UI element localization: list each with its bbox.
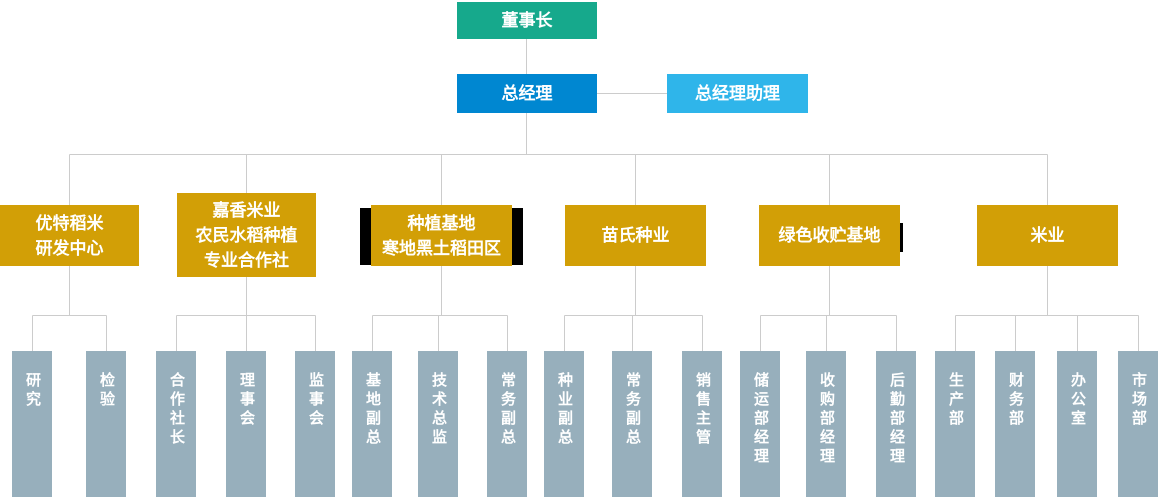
position-label: 合作社长 (168, 372, 185, 448)
node-gm-assistant: 总经理助理 (667, 74, 808, 113)
connector-group-3 (372, 266, 508, 351)
node-position-exec-deputy-gm-1: 常务副总 (487, 351, 527, 497)
node-position-purchasing-manager: 收购部经理 (806, 351, 846, 497)
connector-group-2 (176, 277, 316, 351)
node-position-tech-director: 技术总监 (418, 351, 458, 497)
node-dept-rice-rd-center: 优特稻米 研发中心 (0, 205, 139, 266)
node-position-supervisory-board: 监事会 (295, 351, 335, 497)
position-label: 市场部 (1130, 372, 1147, 429)
position-label: 研究 (24, 372, 41, 410)
position-label: 基地副总 (364, 372, 381, 448)
general-manager-label: 总经理 (501, 84, 553, 103)
position-label: 种业副总 (556, 372, 573, 448)
decor-bar-left (360, 208, 371, 265)
position-label: 后勤部经理 (888, 372, 905, 467)
connector-group-6 (955, 266, 1139, 351)
node-position-base-deputy-gm: 基地副总 (352, 351, 392, 497)
position-label: 生产部 (947, 372, 964, 429)
node-position-marketing-dept: 市场部 (1118, 351, 1158, 497)
node-position-seed-deputy-gm: 种业副总 (544, 351, 584, 497)
node-position-coop-head: 合作社长 (156, 351, 196, 497)
node-position-office: 办公室 (1057, 351, 1097, 497)
position-label: 销售主管 (694, 372, 711, 448)
node-dept-seed-company: 苗氏种业 (565, 205, 706, 266)
dept-label: 米业 (1030, 226, 1065, 245)
node-general-manager: 总经理 (457, 74, 597, 113)
node-position-research: 研究 (12, 351, 52, 497)
position-label: 检验 (98, 372, 115, 410)
node-dept-storage-base: 绿色收贮基地 (759, 205, 900, 266)
decor-bar-right (512, 208, 523, 265)
node-dept-rice-industry: 米业 (977, 205, 1118, 266)
position-label: 常务副总 (624, 372, 641, 448)
gm-assistant-label: 总经理助理 (695, 84, 780, 103)
position-label: 财务部 (1007, 372, 1024, 429)
node-dept-cooperative: 嘉香米业 农民水稻种植 专业合作社 (177, 193, 316, 277)
position-label: 办公室 (1069, 372, 1086, 429)
node-chairman: 董事长 (457, 2, 597, 39)
dept-label: 优特稻米 研发中心 (35, 213, 104, 258)
node-position-inspection: 检验 (86, 351, 126, 497)
dept-label: 种植基地 寒地黑土稻田区 (382, 213, 501, 258)
dept-label: 绿色收贮基地 (778, 226, 881, 245)
dept-label: 苗氏种业 (601, 226, 670, 245)
position-label: 技术总监 (430, 372, 447, 448)
dept-label: 嘉香米业 农民水稻种植 专业合作社 (195, 200, 298, 270)
chairman-label: 董事长 (501, 11, 553, 30)
node-position-exec-deputy-gm-2: 常务副总 (612, 351, 652, 497)
decor-sliver (899, 223, 903, 252)
node-position-council: 理事会 (226, 351, 266, 497)
connector-top-levels (69, 39, 1048, 205)
node-position-finance-dept: 财务部 (995, 351, 1035, 497)
node-position-sales-supervisor: 销售主管 (682, 351, 722, 497)
position-label: 常务副总 (499, 372, 516, 448)
connector-group-5 (760, 266, 897, 351)
position-label: 储运部经理 (752, 372, 769, 467)
position-label: 监事会 (307, 372, 324, 429)
position-label: 理事会 (238, 372, 255, 429)
node-dept-planting-base: 种植基地 寒地黑土稻田区 (371, 205, 512, 266)
connector-group-4 (564, 266, 703, 351)
position-label: 收购部经理 (818, 372, 835, 467)
node-position-production-dept: 生产部 (935, 351, 975, 497)
node-position-storage-transport-manager: 储运部经理 (740, 351, 780, 497)
connector-group-1 (32, 266, 107, 351)
node-position-logistics-manager: 后勤部经理 (876, 351, 916, 497)
